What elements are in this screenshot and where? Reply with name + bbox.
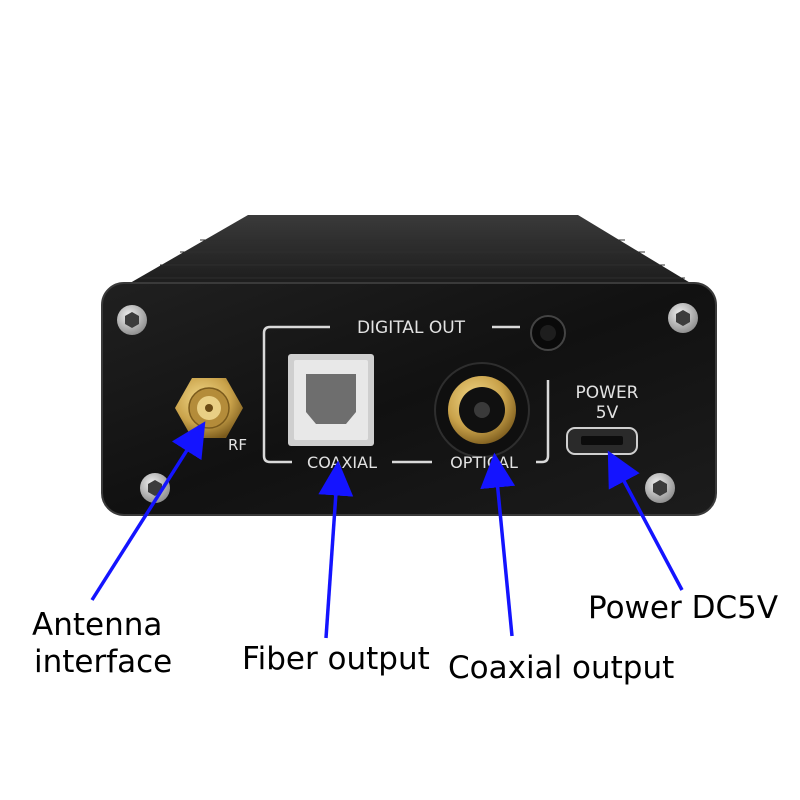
- screw-icon: [645, 473, 675, 503]
- optical-port: [288, 354, 374, 446]
- antenna-callout-line2: interface: [34, 644, 172, 680]
- power-arrow: [607, 450, 684, 591]
- screw-icon: [117, 305, 147, 335]
- screw-icon: [668, 303, 698, 333]
- digital-out-label: DIGITAL OUT: [357, 318, 466, 338]
- antenna-callout-line1: Antenna: [32, 607, 162, 643]
- coaxial-port: [434, 362, 530, 458]
- coaxial-arrow: [480, 452, 516, 637]
- micro-usb-port: [566, 427, 638, 455]
- power-label: POWER: [576, 383, 639, 403]
- rf-label: RF: [228, 436, 247, 454]
- coaxial-panel-label: COAXIAL: [307, 453, 377, 472]
- digital-out-frame: [262, 325, 550, 464]
- fiber-callout: Fiber output: [242, 641, 430, 677]
- coaxial-callout: Coaxial output: [448, 650, 674, 686]
- antenna-arrow: [90, 421, 206, 601]
- optical-panel-label: OPTICAL: [450, 453, 518, 472]
- voltage-label: 5V: [596, 403, 619, 423]
- ground-knob-icon: [530, 315, 566, 351]
- top-ridges: [140, 239, 685, 279]
- power-callout: Power DC5V: [588, 590, 778, 626]
- fiber-arrow: [318, 460, 354, 639]
